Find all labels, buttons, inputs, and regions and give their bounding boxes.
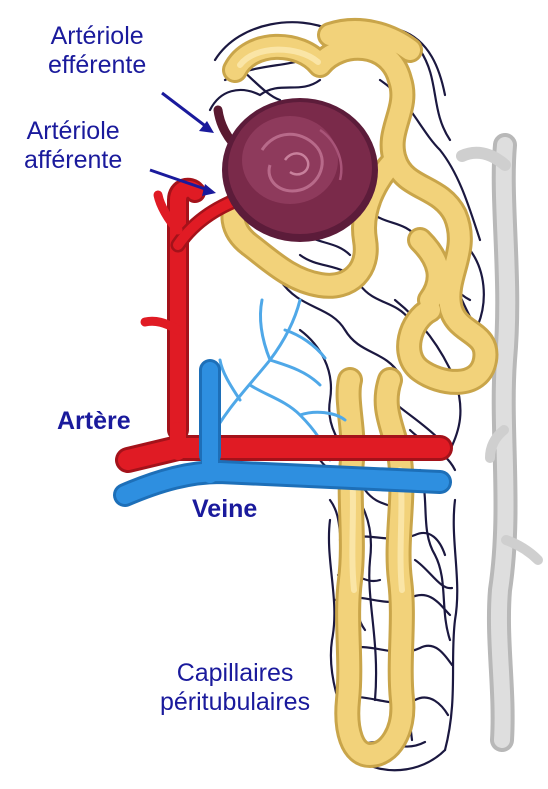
collecting-duct <box>462 145 538 740</box>
label-afferent-arteriole: Artériole afférente <box>24 117 122 175</box>
label-efferent-line2: efférente <box>48 51 146 80</box>
label-arrows <box>150 93 216 196</box>
label-afferent-line1: Artériole <box>24 117 122 146</box>
label-peritubular-capillaries: Capillaires péritubulaires <box>160 659 310 717</box>
glomerulus <box>222 98 378 242</box>
efferent-arrow <box>162 93 208 128</box>
label-capillaries-line1: Capillaires <box>160 659 310 688</box>
label-efferent-arteriole: Artériole efférente <box>48 22 146 80</box>
label-capillaries-line2: péritubulaires <box>160 688 310 717</box>
label-afferent-line2: afférente <box>24 146 122 175</box>
label-efferent-line1: Artériole <box>48 22 146 51</box>
label-artery: Artère <box>57 407 131 436</box>
label-vein: Veine <box>192 495 257 524</box>
